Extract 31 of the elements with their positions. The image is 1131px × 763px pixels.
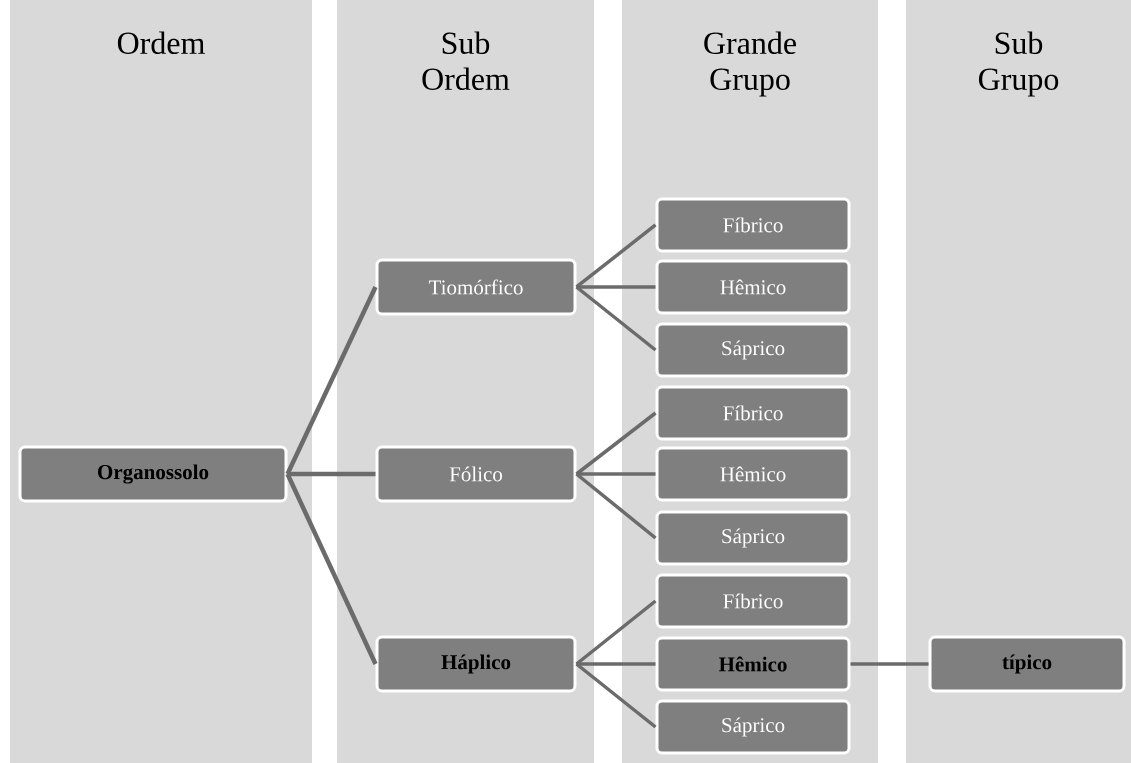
category-box: Tiomórfico (375, 258, 577, 316)
connector-line (287, 471, 376, 477)
category-box: Organossolo (18, 445, 288, 503)
column-heading: Grande Grupo (704, 31, 796, 97)
connector-line (576, 662, 656, 666)
column-heading: Sub Grupo (978, 31, 1059, 97)
connector-line (575, 662, 657, 729)
connector-line (575, 411, 657, 476)
category-box: Sáprico (655, 322, 851, 378)
category-box: típico (928, 635, 1126, 693)
category-box: Sáprico (655, 510, 851, 566)
category-box: Fíbrico (655, 197, 851, 253)
connector-line (575, 599, 657, 666)
category-box: Hêmico (655, 259, 851, 315)
category-box: Sáprico (655, 699, 851, 755)
connector-line (575, 223, 657, 289)
column-heading: Sub Ordem (422, 31, 510, 91)
category-box: Fólico (375, 445, 577, 503)
connector-line (850, 662, 929, 666)
connector-line (576, 472, 656, 476)
category-box: Fíbrico (655, 573, 851, 629)
connector-line (575, 472, 657, 540)
connector-line (576, 285, 656, 289)
category-box: Háplico (375, 635, 577, 693)
category-box: Hêmico (655, 636, 851, 692)
column-heading: Ordem (117, 31, 205, 55)
category-box: Hêmico (655, 446, 851, 502)
connector-line (285, 286, 378, 475)
connector-line (575, 285, 657, 352)
connector-line (285, 473, 378, 665)
category-box: Fíbrico (655, 385, 851, 441)
